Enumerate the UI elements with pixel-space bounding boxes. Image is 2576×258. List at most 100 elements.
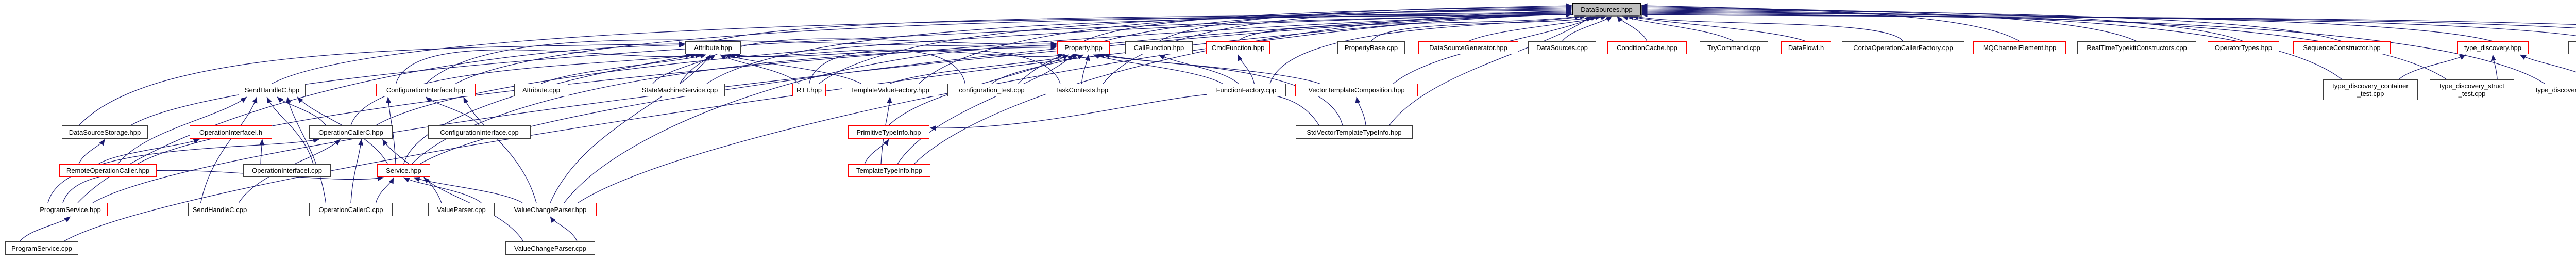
graph-node-sendhandlec-cpp[interactable]: SendHandleC.cpp bbox=[188, 203, 251, 216]
include-edge bbox=[1355, 96, 1366, 126]
include-edge bbox=[350, 53, 692, 126]
graph-node-type-discovery-struct-test-cpp[interactable]: type_discovery_struct _test.cpp bbox=[2430, 79, 2514, 100]
graph-node-datasourcestorage-hpp[interactable]: DataSourceStorage.hpp bbox=[62, 125, 148, 139]
graph-node-configurationinterface-hpp[interactable]: ConfigurationInterface.hpp bbox=[376, 84, 476, 96]
graph-node-dataflowi-h[interactable]: DataFlowI.h bbox=[1781, 41, 1831, 54]
include-edge bbox=[130, 12, 1572, 126]
graph-node-taskcontexts-hpp[interactable]: TaskContexts.hpp bbox=[1046, 84, 1117, 96]
include-edge bbox=[679, 38, 1057, 84]
graph-node-datasource-test-cpp[interactable]: datasource_test.cpp bbox=[2568, 41, 2576, 54]
graph-node-sendhandlec-hpp[interactable]: SendHandleC.hpp bbox=[239, 84, 306, 96]
graph-node-operationcallerc-hpp[interactable]: OperationCallerC.hpp bbox=[309, 125, 393, 139]
include-edge bbox=[713, 10, 1572, 42]
include-edge bbox=[541, 54, 706, 84]
include-edge bbox=[2490, 54, 2498, 80]
include-edge bbox=[919, 7, 1572, 84]
graph-node-stdvectortemplatetypeinfo-hpp[interactable]: StdVectorTemplateTypeInfo.hpp bbox=[1296, 125, 1413, 139]
include-edge bbox=[1093, 54, 1223, 84]
graph-node-valuechangeparser-hpp[interactable]: ValueChangeParser.hpp bbox=[504, 203, 597, 216]
graph-node-functionfactory-cpp[interactable]: FunctionFactory.cpp bbox=[1207, 84, 1286, 96]
include-edge bbox=[62, 170, 384, 203]
graph-node-vectortemplatecomposition-hpp[interactable]: VectorTemplateComposition.hpp bbox=[1295, 84, 1418, 96]
include-edge bbox=[1641, 7, 2343, 80]
graph-node-realtimetypekitconstructors-cpp[interactable]: RealTimeTypekitConstructors.cpp bbox=[2077, 41, 2196, 54]
include-edge bbox=[2519, 54, 2576, 73]
include-edge bbox=[1641, 12, 2576, 28]
graph-node-datasourcegenerator-hpp[interactable]: DataSourceGenerator.hpp bbox=[1418, 41, 1518, 54]
graph-node-configurationinterface-cpp[interactable]: ConfigurationInterface.cpp bbox=[428, 125, 531, 139]
graph-node-cmdfunction-hpp[interactable]: CmdFunction.hpp bbox=[1206, 41, 1270, 54]
include-edge bbox=[463, 96, 537, 203]
graph-node-configuration-test-cpp[interactable]: configuration_test.cpp bbox=[947, 84, 1036, 96]
include-edge bbox=[63, 12, 1572, 242]
graph-node-operationinterfacei-cpp[interactable]: OperationInterfaceI.cpp bbox=[243, 164, 331, 177]
include-edge bbox=[1389, 15, 1591, 126]
include-edge bbox=[259, 139, 265, 165]
graph-node-service-hpp[interactable]: Service.hpp bbox=[377, 164, 430, 177]
include-edge bbox=[78, 139, 105, 165]
graph-node-templatetypeinfo-hpp[interactable]: TemplateTypeInfo.hpp bbox=[848, 164, 930, 177]
include-edge bbox=[1641, 9, 2493, 42]
graph-node-corbaoperationcallerfactory-cpp[interactable]: CorbaOperationCallerFactory.cpp bbox=[1842, 41, 1964, 54]
graph-node-statemachineservice-cpp[interactable]: StateMachineService.cpp bbox=[635, 84, 725, 96]
graph-node-trycommand-cpp[interactable]: TryCommand.cpp bbox=[1700, 41, 1768, 54]
graph-node-propertybase-cpp[interactable]: PropertyBase.cpp bbox=[1337, 41, 1405, 54]
include-edge bbox=[1083, 4, 1572, 42]
graph-node-remoteoperationcaller-hpp[interactable]: RemoteOperationCaller.hpp bbox=[59, 164, 157, 177]
include-edge bbox=[864, 139, 889, 165]
graph-node-datasources-hpp: DataSources.hpp bbox=[1572, 3, 1641, 15]
include-edge bbox=[350, 139, 364, 203]
include-edge bbox=[1081, 54, 1090, 84]
include-edge bbox=[376, 12, 1572, 126]
include-edge bbox=[564, 42, 1057, 203]
graph-node-attribute-hpp[interactable]: Attribute.hpp bbox=[685, 41, 741, 54]
graph-node-mqchannelelement-hpp[interactable]: MQChannelElement.hpp bbox=[1973, 41, 2066, 54]
include-edge bbox=[376, 177, 394, 203]
include-edge bbox=[890, 53, 1079, 84]
include-edge bbox=[578, 12, 1572, 203]
graph-node-datasources-cpp[interactable]: DataSources.cpp bbox=[1528, 41, 1596, 54]
include-edge bbox=[1622, 15, 1734, 42]
graph-node-callfunction-hpp[interactable]: CallFunction.hpp bbox=[1125, 41, 1193, 54]
include-edge bbox=[277, 96, 326, 126]
include-edge bbox=[77, 42, 685, 203]
graph-node-property-hpp[interactable]: Property.hpp bbox=[1057, 41, 1110, 54]
graph-node-valueparser-cpp[interactable]: ValueParser.cpp bbox=[428, 203, 495, 216]
include-edge bbox=[98, 139, 200, 165]
include-edge bbox=[426, 39, 1057, 84]
include-edge bbox=[1238, 54, 1255, 84]
graph-node-valuechangeparser-cpp[interactable]: ValueChangeParser.cpp bbox=[505, 241, 595, 255]
graph-node-sequenceconstructor-hpp[interactable]: SequenceConstructor.hpp bbox=[2293, 41, 2391, 54]
include-edge bbox=[550, 54, 711, 203]
graph-node-conditioncache-hpp[interactable]: ConditionCache.hpp bbox=[1607, 41, 1687, 54]
include-edge bbox=[991, 54, 1084, 84]
graph-node-primitivetypeinfo-hpp[interactable]: PrimitiveTypeInfo.hpp bbox=[848, 125, 929, 139]
graph-node-programservice-hpp[interactable]: ProgramService.hpp bbox=[33, 203, 108, 216]
include-edge bbox=[2398, 54, 2466, 80]
graph-node-rtt-hpp[interactable]: RTT.hpp bbox=[792, 84, 826, 96]
graph-node-type-discovery-hpp[interactable]: type_discovery.hpp bbox=[2457, 41, 2529, 54]
include-edge bbox=[1632, 14, 1904, 42]
graph-node-type-discovery-test-cpp[interactable]: type_discovery_test.cpp bbox=[2527, 84, 2576, 96]
include-edge bbox=[47, 138, 319, 203]
include-edge bbox=[1641, 11, 2576, 36]
graph-node-operationcallerc-cpp[interactable]: OperationCallerC.cpp bbox=[309, 203, 393, 216]
graph-node-type-discovery-container-test-cpp[interactable]: type_discovery_container _test.cpp bbox=[2323, 79, 2418, 100]
graph-node-operationinterfacei-h[interactable]: OperationInterfaceI.h bbox=[190, 125, 272, 139]
include-edge bbox=[808, 49, 1064, 84]
include-edge bbox=[78, 41, 685, 126]
include-edge bbox=[117, 96, 247, 165]
include-edge bbox=[286, 96, 326, 203]
graph-node-attribute-cpp[interactable]: Attribute.cpp bbox=[514, 84, 568, 96]
graph-node-programservice-cpp[interactable]: ProgramService.cpp bbox=[5, 241, 78, 255]
include-edge bbox=[1641, 12, 2576, 25]
include-edge bbox=[403, 177, 482, 203]
include-edge bbox=[1562, 15, 1612, 42]
include-edge bbox=[897, 54, 1074, 165]
graph-node-operatortypes-hpp[interactable]: OperatorTypes.hpp bbox=[2208, 41, 2279, 54]
include-edge bbox=[550, 216, 578, 242]
include-edge bbox=[1641, 10, 2545, 84]
graph-node-templatevaluefactory-hpp[interactable]: TemplateValueFactory.hpp bbox=[842, 84, 938, 96]
include-edge bbox=[266, 96, 314, 165]
